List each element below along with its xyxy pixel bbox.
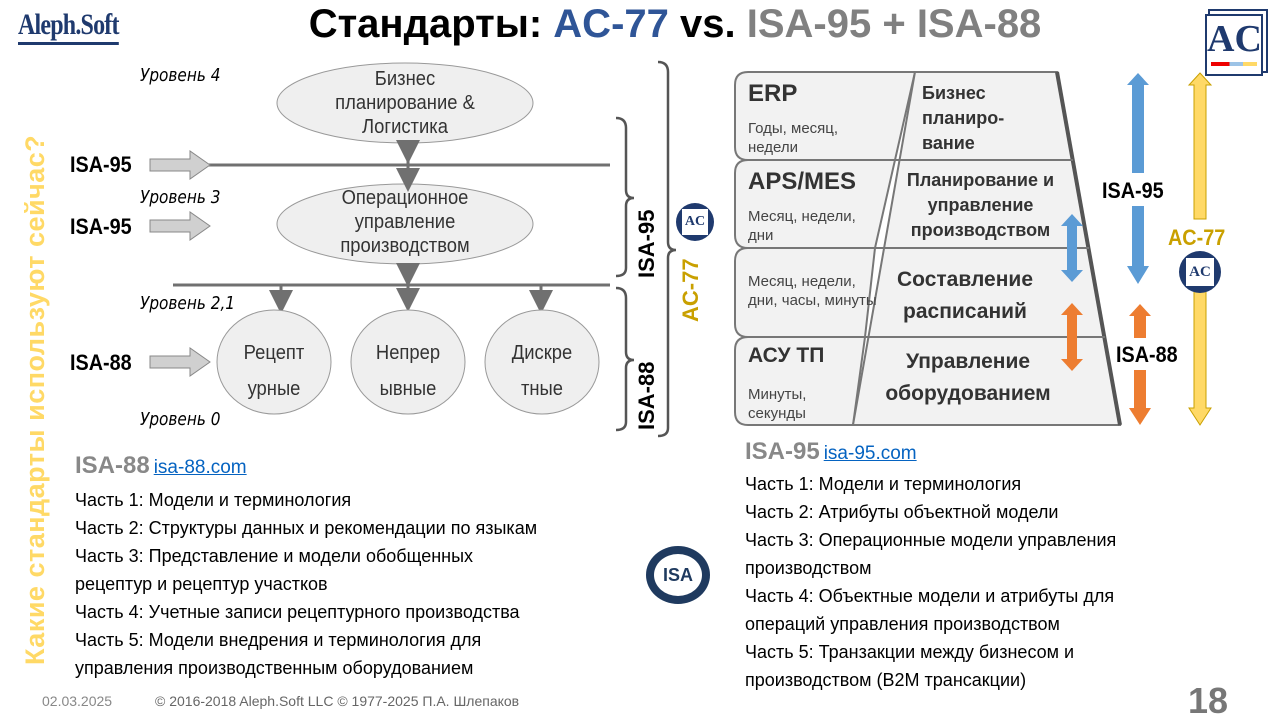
ellipse-operations-text: Операционное управление производством <box>340 187 470 257</box>
level-0-label: Уровень 0 <box>140 409 221 430</box>
title-part1: Стандарты: <box>308 2 554 46</box>
row-mes-period: Месяц, недели, дни <box>748 208 856 244</box>
row-acs-period: Минуты, секунды <box>748 386 807 422</box>
isa95-title: ISA-95 <box>745 438 820 465</box>
row-scheduling-function: Составление расписаний <box>896 268 1033 323</box>
label-ac77: AC-77 <box>1168 225 1226 250</box>
arrow-isa88 <box>149 347 211 377</box>
row-erp-period: Годы, месяц, недели <box>748 120 839 156</box>
circle-discrete-text: Дискре тные <box>511 342 573 400</box>
title-isa: ISA-95 + ISA-88 <box>746 2 1042 46</box>
level-21-label: Уровень 2,1 <box>140 293 236 314</box>
circle-recipe-text: Рецепт урные <box>243 342 305 400</box>
ac-logo-icon: AC <box>1205 14 1263 76</box>
arrow-isa95 <box>1127 73 1149 284</box>
isa-logo-icon: ISA <box>646 546 710 604</box>
isa88-title: ISA-88 <box>75 452 150 479</box>
arrow-blue-small <box>1061 214 1083 282</box>
arrow-orange-small <box>1061 303 1083 371</box>
list-item: Часть 5: Модели внедрения и терминология… <box>75 630 482 650</box>
row-acs-function: Управление оборудованием <box>885 350 1051 405</box>
list-item: Часть 1: Модели и терминология <box>745 474 1022 494</box>
page-title: Стандарты: AC-77 vs. ISA-95 + ISA-88 <box>0 2 1280 47</box>
list-item: Часть 2: Структуры данных и рекомендации… <box>75 518 538 538</box>
list-item: Часть 3: Представление и модели обобщенн… <box>75 546 474 566</box>
arrow-ac77 <box>1187 72 1213 426</box>
row-acs-name: АСУ ТП <box>748 344 825 367</box>
title-vs: vs. <box>668 2 747 46</box>
side-question: Какие стандарты используют сейчас? <box>20 134 50 665</box>
level-3-label: Уровень 3 <box>140 187 221 208</box>
list-item: Часть 5: Транзакции между бизнесом и <box>745 642 1075 662</box>
title-ac77: AC-77 <box>553 2 669 46</box>
isa88-link[interactable]: isa-88.com <box>153 457 247 478</box>
list-item: рецептур и рецептур участков <box>75 574 328 594</box>
list-item: Часть 4: Объектные модели и атрибуты для <box>745 586 1115 606</box>
arrow-isa88 <box>1129 304 1151 425</box>
page-number: 18 <box>1188 680 1229 721</box>
list-item: Часть 4: Учетные записи рецептурного про… <box>75 602 520 622</box>
list-item: управления производственным оборудование… <box>75 658 474 678</box>
circle-continuous-text: Непрер ывные <box>375 342 441 400</box>
input-isa95-2: ISA-95 <box>70 214 132 239</box>
isa-logo-text: ISA <box>654 554 702 596</box>
level-4-label: Уровень 4 <box>140 65 221 86</box>
ellipse-business-text: Бизнес планирование & Логистика <box>335 68 475 138</box>
input-isa95-1: ISA-95 <box>70 152 132 177</box>
row-erp-function: Бизнес планиро-вание <box>922 83 1005 153</box>
footer-copyright: © 2016-2018 Aleph.Soft LLC © 1977-2025 П… <box>155 693 520 709</box>
list-item: операций управления производством <box>745 614 1060 634</box>
label-isa95: ISA-95 <box>1102 178 1164 203</box>
isa95-parts-list: Часть 1: Модели и терминология Часть 2: … <box>745 470 1116 694</box>
isa88-parts-list: Часть 1: Модели и терминология Часть 2: … <box>75 486 537 682</box>
bracket-isa95-label: ISA-95 <box>634 209 659 278</box>
aleph-soft-logo: Aleph.Soft <box>18 8 119 45</box>
label-isa88: ISA-88 <box>1116 342 1178 367</box>
list-item: производством (B2M трансакции) <box>745 670 1027 690</box>
ac-small-logo-icon: AC <box>676 203 714 241</box>
input-isa88: ISA-88 <box>70 350 132 375</box>
row-mes-name: APS/MES <box>748 168 857 195</box>
row-mes-function: Планирование и управление производством <box>906 170 1055 240</box>
footer-date: 02.03.2025 <box>42 693 113 709</box>
isa95-link[interactable]: isa-95.com <box>823 443 917 464</box>
list-item: Часть 3: Операционные модели управления <box>745 530 1117 550</box>
arrow-isa95-1 <box>149 150 211 180</box>
arrow-isa95-2 <box>149 211 211 241</box>
ac-small-logo-icon-right: AC <box>1179 251 1221 293</box>
row-erp-name: ERP <box>748 80 798 107</box>
list-item: Часть 1: Модели и терминология <box>75 490 352 510</box>
row-scheduling-period: Месяц, недели, дни, часы, минуты <box>748 273 877 309</box>
list-item: Часть 2: Атрибуты объектной модели <box>745 502 1059 522</box>
list-item: производством <box>745 558 872 578</box>
bracket-ac77-label: AC-77 <box>678 258 703 322</box>
bracket-isa88-label: ISA-88 <box>634 361 659 430</box>
